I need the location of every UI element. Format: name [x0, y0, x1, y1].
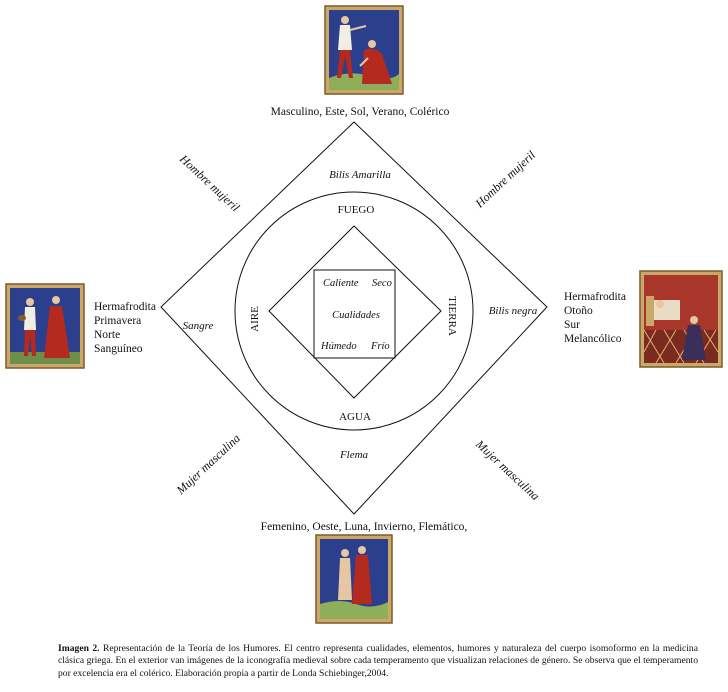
element-top: FUEGO: [338, 204, 375, 216]
element-left: AIRE: [249, 306, 261, 332]
left-list-item: Hermafrodita: [94, 301, 156, 313]
right-list-item: Sur: [564, 319, 580, 331]
diagonal-label-top-left: Hombre mujeril: [176, 151, 243, 215]
right-list-item: Hermafrodita: [564, 291, 626, 303]
left-list: Hermafrodita Primavera Norte Sanguíneo: [94, 301, 156, 355]
humor-right: Bilis negra: [489, 305, 538, 317]
diagonal-label-bottom-left: Mujer masculina: [173, 431, 243, 498]
element-right: TIERRA: [446, 296, 458, 336]
outer-diamond: [160, 121, 548, 515]
quality-cold: Frío: [370, 341, 390, 352]
diagonal-label-bottom-right: Mujer masculina: [472, 436, 542, 503]
quality-dry: Seco: [372, 278, 392, 289]
humor-left: Sangre: [183, 320, 214, 332]
inner-diamond: [268, 225, 442, 399]
miniature-choleric: [324, 5, 404, 95]
humor-bottom: Flema: [339, 449, 369, 461]
quality-center: Cualidades: [332, 310, 380, 321]
figure-caption: Imagen 2. Representación de la Teoría de…: [58, 643, 698, 680]
miniature-sanguine: [5, 283, 85, 369]
left-list-item: Primavera: [94, 315, 141, 327]
element-bottom: AGUA: [339, 411, 371, 423]
humor-top: Bilis Amarilla: [329, 169, 391, 181]
right-list: Hermafrodita Otoño Sur Melancólico: [564, 291, 626, 345]
diagonal-label-top-right: Hombre mujeril: [472, 147, 539, 211]
right-list-item: Melancólico: [564, 333, 622, 345]
miniature-melancholic: [639, 270, 723, 368]
left-list-item: Norte: [94, 329, 120, 341]
elements-circle: [234, 191, 474, 431]
left-list-item: Sanguíneo: [94, 343, 143, 355]
miniature-phlegmatic: [315, 534, 393, 624]
caption-lead: Imagen 2.: [58, 643, 100, 654]
quality-hot: Caliente: [323, 278, 359, 289]
right-list-item: Otoño: [564, 305, 593, 317]
caption-text: Representación de la Teoría de los Humor…: [58, 643, 698, 679]
top-label: Masculino, Este, Sol, Verano, Colérico: [271, 106, 450, 118]
qualities-square: [313, 269, 396, 359]
quality-wet: Húmedo: [320, 341, 357, 352]
bottom-label: Femenino, Oeste, Luna, Invierno, Flemáti…: [261, 521, 468, 533]
